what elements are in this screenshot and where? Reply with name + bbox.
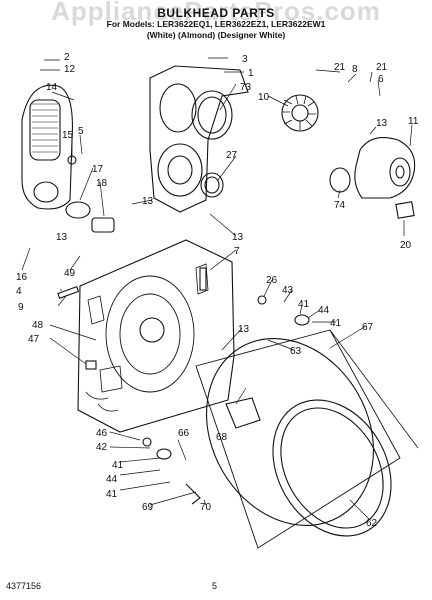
drum-part — [195, 329, 401, 549]
callout-42: 42 — [96, 442, 108, 453]
front-panel-part — [21, 84, 73, 210]
callout-63: 63 — [290, 346, 302, 357]
callout-67: 67 — [362, 322, 374, 333]
washer-26 — [257, 295, 267, 305]
callout-13b: 13 — [142, 196, 154, 207]
callout-10: 10 — [258, 92, 270, 103]
callout-62: 62 — [366, 518, 378, 529]
callout-27: 27 — [226, 150, 238, 161]
callout-66: 66 — [178, 428, 190, 439]
watermark: AppliancePartsPros.com — [51, 0, 381, 26]
callout-43: 43 — [282, 285, 294, 296]
callout-5: 5 — [78, 126, 84, 137]
bracket-69 — [185, 483, 201, 505]
leader-67 — [329, 329, 419, 449]
callout-41a: 41 — [298, 299, 310, 310]
callout-20: 20 — [400, 240, 412, 251]
callout-21a: 21 — [334, 62, 346, 73]
callout-44b: 44 — [106, 474, 118, 485]
callout-4: 4 — [16, 286, 22, 297]
callout-26: 26 — [266, 275, 278, 286]
ring-part — [200, 172, 224, 198]
callout-11: 11 — [408, 116, 419, 127]
washer-46 — [142, 437, 152, 447]
callout-44a: 44 — [318, 305, 330, 316]
strip-part — [199, 267, 207, 291]
callout-13c: 13 — [56, 232, 68, 243]
switch-part — [91, 217, 115, 233]
callout-41b: 41 — [330, 318, 342, 329]
callout-9: 9 — [18, 302, 24, 313]
callout-8: 8 — [352, 64, 358, 75]
seal-ring — [191, 90, 233, 140]
fan-wheel-part — [281, 94, 319, 132]
seal-ring-inner — [197, 96, 227, 134]
callout-41c: 41 — [112, 460, 124, 471]
callout-13e: 13 — [238, 324, 250, 335]
motor-part — [65, 201, 91, 219]
callout-17: 17 — [92, 164, 104, 175]
callout-13d: 13 — [232, 232, 244, 243]
blower-housing-part — [354, 137, 416, 199]
bulkhead-panel — [77, 239, 235, 433]
blower-seal — [329, 167, 351, 193]
callout-1: 1 — [248, 68, 254, 79]
color-list: (White) (Almond) (Designer White) — [146, 30, 286, 40]
model-list: For Models: LER3622EQ1, LER3622EZ1, LER3… — [106, 19, 326, 29]
callout-73: 73 — [240, 82, 252, 93]
callout-7: 7 — [234, 246, 240, 257]
callout-74: 74 — [334, 200, 346, 211]
pad-47 — [85, 360, 97, 370]
callout-6: 6 — [378, 74, 384, 85]
callout-21b: 21 — [376, 62, 388, 73]
page-number: 5 — [212, 581, 218, 591]
spring-9 — [57, 285, 80, 299]
callout-46: 46 — [96, 428, 108, 439]
roller-44b — [156, 448, 172, 460]
callout-12: 12 — [64, 64, 76, 75]
page-title: BULKHEAD PARTS — [157, 6, 275, 20]
callout-18: 18 — [96, 178, 108, 189]
callout-13a: 13 — [376, 118, 388, 129]
callout-16: 16 — [16, 272, 28, 283]
callout-14: 14 — [46, 82, 58, 93]
callout-47: 47 — [28, 334, 40, 345]
callout-70: 70 — [200, 502, 212, 513]
roller-44 — [294, 314, 310, 326]
callout-15: 15 — [62, 130, 74, 141]
rear-shield-part — [149, 65, 249, 213]
callout-2: 2 — [64, 52, 70, 63]
callout-48: 48 — [32, 320, 44, 331]
callout-41d: 41 — [106, 489, 118, 500]
callout-68: 68 — [216, 432, 228, 443]
callout-69: 69 — [142, 502, 154, 513]
document-number: 4377156 — [6, 581, 42, 591]
callout-49: 49 — [64, 268, 76, 279]
callout-3: 3 — [242, 54, 248, 65]
label-part — [395, 201, 415, 219]
